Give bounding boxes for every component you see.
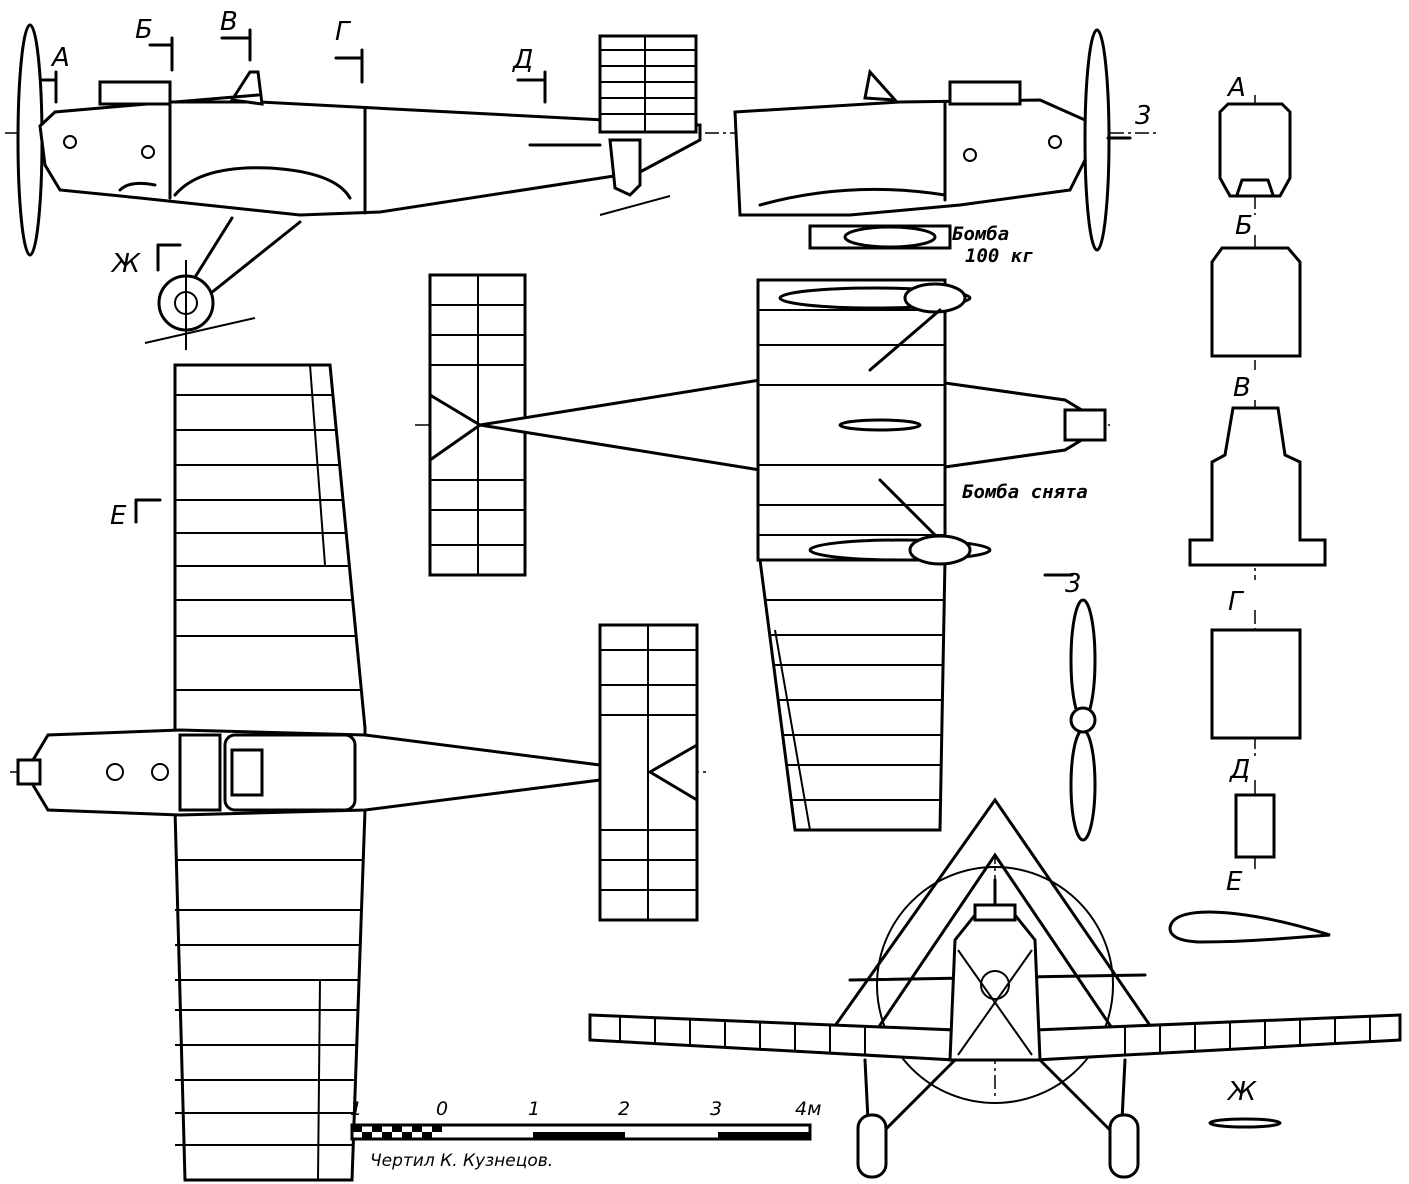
fin-side	[598, 34, 698, 134]
marker-zh: Ж	[110, 249, 141, 279]
section-markers: А Б В Г Д Ж 3 Е 3	[40, 7, 1152, 599]
section-v-label: В	[1233, 373, 1251, 403]
propeller-front	[1069, 598, 1097, 842]
bomb-note-1: Бомба	[952, 223, 1009, 245]
wing-front-right	[1033, 1013, 1402, 1062]
engine-cylinder-side	[98, 80, 172, 106]
section-zh-label: Ж	[1226, 1077, 1257, 1107]
propeller-disc	[876, 866, 1114, 1104]
plan-view-bottom	[10, 363, 710, 1182]
scale-bar: 1 0 1 2 3 4м Чертил К. Кузнецов.	[350, 1098, 821, 1171]
section-e-label: Е	[1226, 867, 1243, 897]
fuselage-front	[948, 913, 1042, 1062]
wheel-front-right	[1108, 1113, 1140, 1179]
section-a-shape	[1218, 102, 1292, 198]
marker-d: Д	[512, 45, 533, 75]
plan-view-top: Бомба снята	[415, 273, 1110, 832]
section-d-shape	[1234, 793, 1276, 859]
cross-sections: А Б В Г Д Е Ж	[1168, 73, 1331, 1129]
scale-tick-4: 3	[710, 1098, 722, 1120]
engine-cylinder-side-right	[948, 80, 1022, 106]
wheel-front-left	[856, 1113, 888, 1179]
marker-z-top: 3	[1135, 101, 1152, 131]
marker-e: Е	[110, 501, 127, 531]
section-g-label: Г	[1228, 587, 1245, 617]
section-b-shape	[1210, 246, 1302, 358]
bomb-note-2: 100 кг	[965, 245, 1034, 267]
section-e-airfoil	[1168, 910, 1331, 944]
propeller-side-right	[1083, 28, 1111, 252]
front-view	[588, 797, 1402, 1179]
side-view-right: Бомба 100 кг	[733, 28, 1160, 267]
section-zh-shape	[1208, 1117, 1282, 1129]
marker-a: А	[50, 43, 70, 73]
marker-v: В	[220, 7, 238, 37]
section-d-label: Д	[1229, 755, 1250, 785]
wing-front-left	[588, 1013, 957, 1062]
section-a-label: А	[1226, 73, 1246, 103]
scale-tick-2: 1	[528, 1098, 540, 1120]
marker-g: Г	[335, 17, 352, 47]
bomb-removed-note: Бомба снята	[962, 481, 1088, 503]
section-v-shape	[1188, 406, 1327, 567]
scale-tick-5: 4м	[795, 1098, 821, 1120]
scale-tick-0: 1	[350, 1098, 362, 1120]
section-g-shape	[1210, 628, 1302, 740]
marker-b: Б	[135, 15, 153, 45]
drawing-credit: Чертил К. Кузнецов.	[370, 1151, 553, 1171]
section-b-label: Б	[1235, 211, 1253, 241]
scale-tick-3: 2	[618, 1098, 630, 1120]
scale-tick-1: 0	[436, 1098, 448, 1120]
side-view-left	[5, 23, 735, 350]
propeller-side-left	[16, 23, 44, 257]
